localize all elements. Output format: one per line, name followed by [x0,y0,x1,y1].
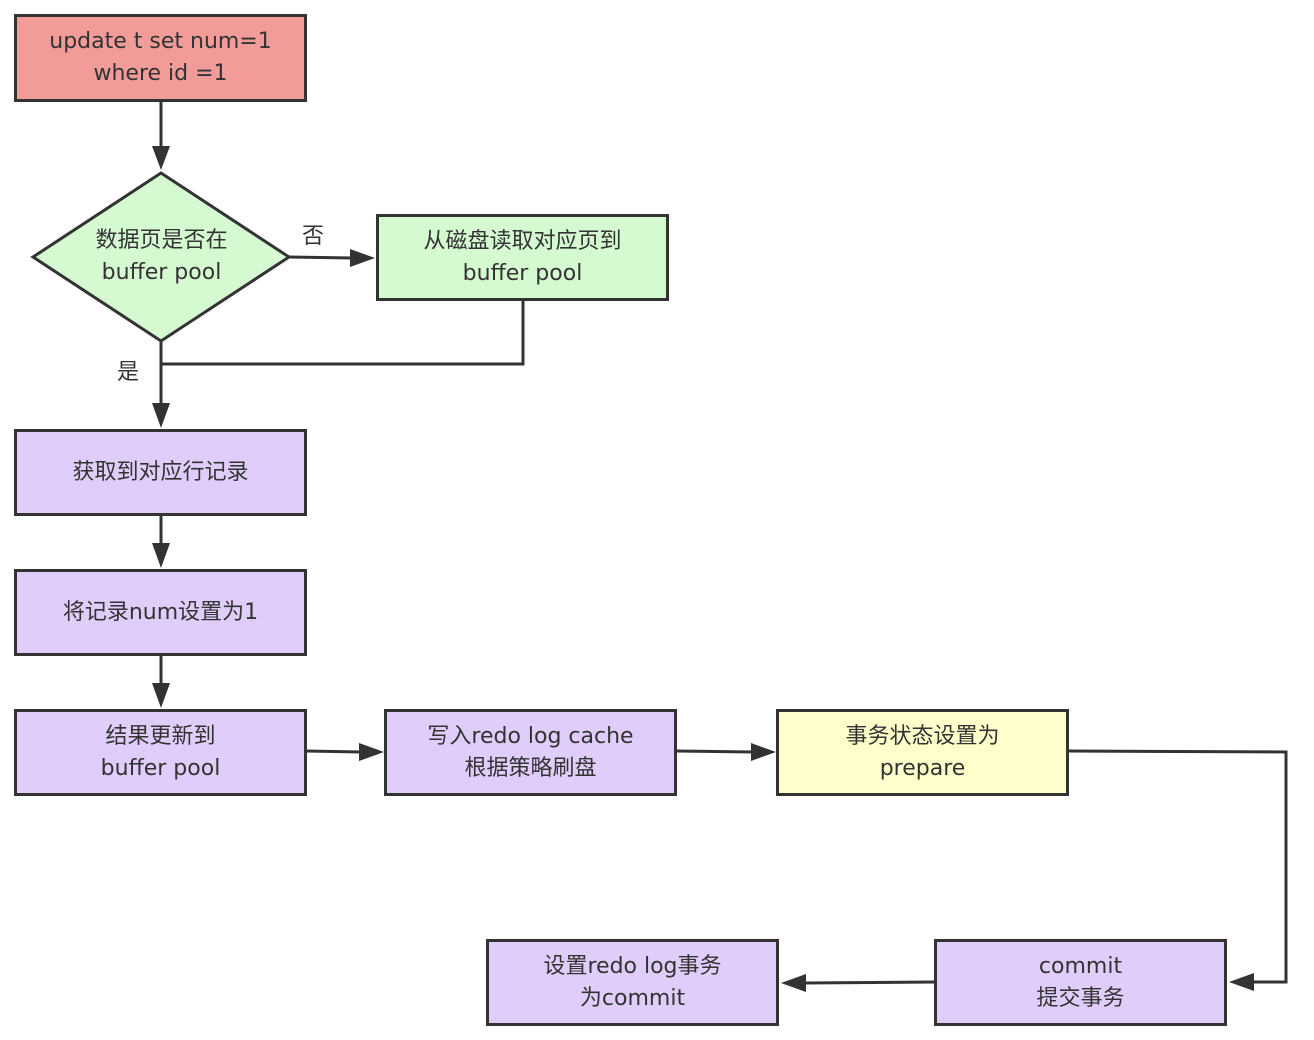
node-update-buffer[interactable]: 结果更新到 buffer pool [14,709,307,796]
node-start[interactable]: update t set num=1 where id =1 [14,14,307,102]
node-redo-commit[interactable]: 设置redo log事务 为commit [486,939,779,1026]
node-prepare-line-2: prepare [879,755,966,781]
arrowhead-icon [152,146,170,170]
edge-update-buffer-to-write-redo [305,749,362,754]
edge-prepare-to-commit [1068,749,1288,984]
arrowhead-icon [152,543,170,568]
node-load-page[interactable]: 从磁盘读取对应页到 buffer pool [376,214,669,301]
arrowhead-icon [152,403,170,428]
arrowhead-icon [751,743,776,761]
node-set-num-line-1: 将记录num设置为1 [62,599,259,625]
edge-commit-to-redo-commit [803,980,936,985]
node-write-redo-line-1: 写入redo log cache [427,723,634,749]
node-update-buffer-line-1: 结果更新到 [105,723,216,749]
node-load-page-line-2: buffer pool [462,260,583,286]
node-get-row-line-1: 获取到对应行记录 [72,459,249,485]
arrowhead-icon [359,743,384,761]
arrowhead-icon [781,974,806,992]
node-start-line-1: update t set num=1 [49,29,272,54]
node-commit-line-2: 提交事务 [1036,985,1125,1011]
node-redo-commit-line-2: 为commit [579,985,686,1011]
node-update-buffer-line-2: buffer pool [100,755,221,781]
edge-load-page-merge [161,300,525,366]
node-set-num[interactable]: 将记录num设置为1 [14,569,307,656]
node-commit[interactable]: commit 提交事务 [934,939,1227,1026]
node-get-row[interactable]: 获取到对应行记录 [14,429,307,516]
node-write-redo-line-2: 根据策略刷盘 [464,755,597,781]
node-prepare-line-1: 事务状态设置为 [845,723,1000,749]
arrowhead-icon [350,249,375,267]
node-decision-line-2: buffer pool [101,260,222,285]
node-write-redo[interactable]: 写入redo log cache 根据策略刷盘 [384,709,677,796]
edge-decision-no [288,255,353,260]
node-prepare[interactable]: 事务状态设置为 prepare [776,709,1069,796]
node-redo-commit-line-1: 设置redo log事务 [543,953,722,979]
edge-write-redo-to-prepare [676,749,754,754]
node-start-line-2: where id =1 [93,61,228,86]
edge-label-no: 否 [302,224,325,249]
node-decision-label: 数据页是否在 buffer pool [34,174,289,340]
node-load-page-line-1: 从磁盘读取对应页到 [423,228,622,254]
edge-label-yes: 是 [117,360,140,385]
node-commit-line-1: commit [1038,953,1123,979]
arrowhead-icon [1229,973,1254,991]
node-decision-line-1: 数据页是否在 [95,228,228,253]
arrowhead-icon [152,683,170,708]
